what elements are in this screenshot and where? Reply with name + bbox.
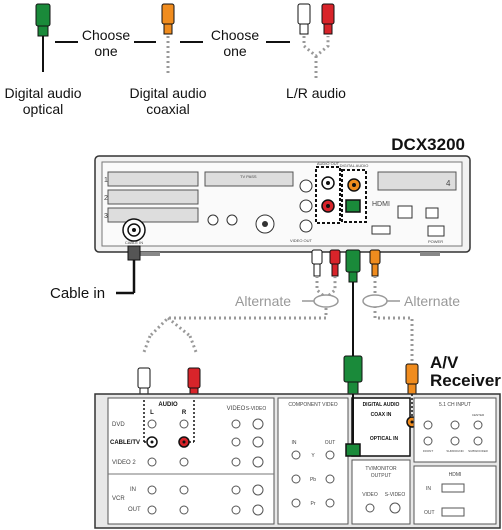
power-label: POWER — [428, 239, 443, 244]
tv-monitor-line1: TV/MONITOR — [365, 466, 397, 472]
hdmi-header: HDMI — [449, 472, 462, 478]
ch-subwoofer: SUBWOOFER — [468, 449, 489, 453]
hdmi-label: HDMI — [372, 201, 390, 208]
connection-cables — [142, 276, 414, 364]
ch-surround: SURROUND — [446, 449, 464, 453]
row-dvd: DVD — [112, 422, 125, 428]
receiver-title-line2: Receiver — [430, 371, 501, 390]
row-cable-tv: CABLE/TV — [110, 440, 140, 446]
alternate-left-label: Alternate — [235, 293, 291, 309]
cable-in-port-label: CABLE IN — [125, 240, 143, 245]
comp-pb: Pb — [310, 477, 316, 483]
comp-y: Y — [311, 453, 315, 459]
tv-video-label: VIDEO — [362, 492, 378, 498]
coaxial-label-line1: Digital audio — [129, 85, 206, 101]
hdmi-out-label: OUT — [424, 510, 435, 516]
receiver-rear-panel: AUDIO L R VIDEO S-VIDEO DVD CABLE/TV VID… — [94, 393, 501, 529]
component-video-header: COMPONENT VIDEO — [288, 402, 337, 408]
optical-label-line1: Digital audio — [4, 85, 81, 101]
slot-1: 1 — [104, 177, 108, 184]
tv-pass-label: TV PASS — [240, 174, 257, 179]
vcr-label: VCR — [112, 496, 125, 502]
coax-in-label: COAX IN — [371, 412, 392, 418]
alternate-right-label: Alternate — [404, 293, 460, 309]
comp-in: IN — [292, 440, 297, 446]
audio-l: L — [150, 410, 154, 416]
ch-center: CENTER — [472, 413, 485, 417]
slot-2: 2 — [104, 195, 108, 202]
lr-plugs-icon — [297, 3, 335, 78]
slot-3: 3 — [104, 213, 108, 220]
vcr-out: OUT — [128, 507, 141, 513]
set-top-box-rear-panel: 1 2 3 4 HDMI AUDIO OUT DIGITAL AUDIO — [94, 155, 471, 256]
hdmi-in-label: IN — [426, 486, 431, 492]
vcr-in: IN — [130, 487, 136, 493]
audio-r: R — [182, 410, 187, 416]
tv-svideo-label: S-VIDEO — [385, 492, 406, 498]
optical-label-line2: optical — [23, 101, 63, 117]
choose-one-2-line2: one — [223, 43, 247, 59]
box-cable-plugs — [311, 249, 381, 283]
ch-front: FRONT — [423, 449, 433, 453]
digital-audio-label: DIGITAL AUDIO — [340, 163, 369, 168]
audio-out-label: AUDIO OUT — [317, 161, 340, 166]
choose-one-1-line1: Choose — [82, 27, 130, 43]
optical-in-label: OPTICAL IN — [370, 436, 399, 442]
ch-input-header: 5.1 CH INPUT — [439, 402, 471, 408]
video-header: VIDEO — [227, 406, 246, 412]
receiver-plugs — [137, 355, 419, 401]
comp-out: OUT — [325, 440, 336, 446]
tv-monitor-line2: OUTPUT — [371, 473, 392, 479]
slot-4: 4 — [446, 179, 451, 188]
choose-one-1-line2: one — [94, 43, 118, 59]
coaxial-plug-icon — [161, 3, 175, 76]
video-out-label: VIDEO OUT — [290, 238, 313, 243]
device-model: DCX3200 — [391, 135, 465, 154]
optical-plug-icon — [35, 3, 51, 72]
cable-in-label: Cable in — [50, 285, 105, 302]
cable-in-connector — [116, 245, 141, 295]
row-video2: VIDEO 2 — [112, 460, 136, 466]
comp-pr: Pr — [311, 501, 316, 507]
legend: Digital audio optical Choose one Digital… — [4, 3, 346, 117]
svideo-header: S-VIDEO — [246, 406, 267, 412]
receiver-title-line1: A/V — [430, 353, 459, 372]
coaxial-label-line2: coaxial — [146, 101, 190, 117]
digital-audio-header: DIGITAL AUDIO — [363, 402, 400, 408]
alternate-callouts — [302, 294, 400, 308]
audio-header: AUDIO — [158, 402, 178, 408]
lr-label: L/R audio — [286, 85, 346, 101]
choose-one-2-line1: Choose — [211, 27, 259, 43]
